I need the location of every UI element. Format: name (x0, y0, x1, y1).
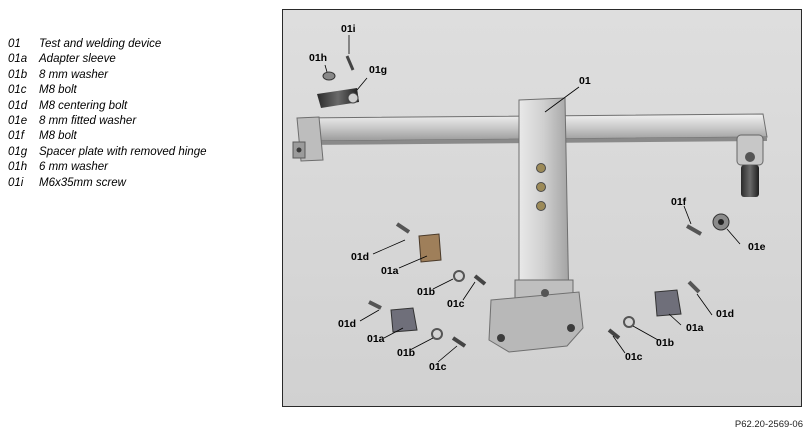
callout-01b: 01b (397, 347, 415, 359)
callout-01b: 01b (656, 337, 674, 349)
parts-set-left-upper (395, 222, 487, 286)
callout-01d: 01d (338, 318, 356, 330)
callout-01: 01 (579, 75, 591, 87)
legend-item: 01a Adapter sleeve (8, 52, 268, 67)
figure-reference: P62.20-2569-06 (734, 419, 803, 430)
legend-text: 8 mm washer (39, 68, 109, 81)
callout-01f: 01f (671, 196, 687, 208)
device-stem (488, 97, 584, 353)
legend-item: 01c M8 bolt (8, 83, 268, 98)
callout-01d: 01d (716, 308, 734, 320)
callout-01b: 01b (417, 286, 435, 298)
callout-01c: 01c (429, 361, 447, 373)
bolt-and-fitted-washer (686, 213, 730, 236)
callout-01d: 01d (351, 251, 369, 263)
legend-text: M8 bolt (39, 84, 77, 97)
device-photo: 01i 01h 01g 01 01f 01e 01d 01a 01b 01c 0… (282, 9, 802, 407)
legend-code: 01g (8, 145, 28, 158)
legend-code: 01h (8, 161, 28, 174)
legend-item: 01i M6x35mm screw (8, 176, 268, 191)
callout-01a: 01a (686, 322, 704, 334)
legend-text: Adapter sleeve (39, 53, 116, 66)
parts-set-right (607, 280, 701, 340)
callout-01a: 01a (367, 333, 385, 345)
callout-01c: 01c (447, 298, 465, 310)
legend-code: 01 (8, 38, 21, 50)
leader-lines (324, 35, 741, 363)
legend-code: 01c (8, 84, 27, 97)
callout-01i: 01i (341, 23, 356, 35)
spacer-plate-parts (317, 55, 359, 108)
callout-01h: 01h (309, 52, 327, 64)
legend-code: 01e (8, 114, 28, 127)
legend-text: Test and welding device (39, 38, 162, 50)
legend-item: 01 Test and welding device (8, 37, 268, 52)
legend-text: M8 centering bolt (39, 99, 128, 112)
legend-text: 8 mm fitted washer (39, 114, 137, 127)
parts-legend: 01 Test and welding device 01a Adapter sle… (8, 37, 268, 191)
legend-item: 01d M8 centering bolt (8, 99, 268, 114)
callout-01e: 01e (748, 241, 766, 253)
parts-set-left-lower (368, 300, 467, 348)
legend-text: 6 mm washer (39, 161, 109, 174)
callout-01g: 01g (369, 64, 387, 76)
device-illustration: 01i 01h 01g 01 01f 01e 01d 01a 01b 01c 0… (292, 23, 768, 373)
legend-code: 01b (8, 68, 28, 81)
legend-text: M8 bolt (39, 130, 77, 143)
callout-01a: 01a (381, 265, 399, 277)
legend-item: 01f M8 bolt (8, 129, 268, 144)
legend-item: 01e 8 mm fitted washer (8, 114, 268, 129)
legend-code: 01d (8, 99, 28, 112)
legend-item: 01b 8 mm washer (8, 68, 268, 83)
callout-01c: 01c (625, 351, 643, 363)
legend-code: 01a (8, 53, 28, 66)
legend-text: Spacer plate with removed hinge (39, 145, 207, 158)
legend-item: 01h 6 mm washer (8, 160, 268, 175)
legend-text: M6x35mm screw (39, 176, 126, 189)
legend-code: 01f (8, 130, 24, 143)
legend-code: 01i (8, 176, 24, 189)
legend-item: 01g Spacer plate with removed hinge (8, 145, 268, 160)
